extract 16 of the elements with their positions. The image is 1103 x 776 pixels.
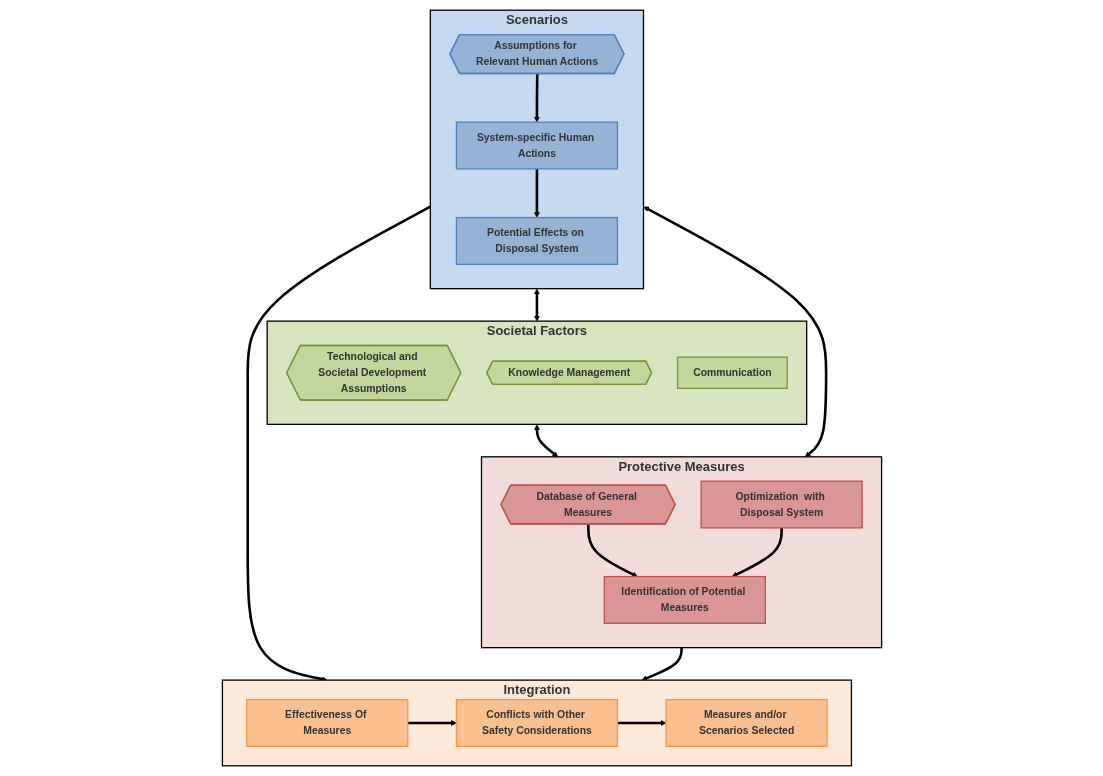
node-box: System-specific Human Actions xyxy=(455,121,618,170)
arrow xyxy=(533,424,558,458)
node-box: Potential Effects on Disposal System xyxy=(455,216,618,265)
arrow xyxy=(731,527,783,577)
node-box: Conflicts with Other Safety Considerations xyxy=(455,698,618,747)
node-box: Communication xyxy=(676,356,788,389)
node-box: Measures and/or Scenarios Selected xyxy=(664,698,828,747)
arrow xyxy=(533,73,540,123)
node-box: Optimization with Disposal System xyxy=(699,480,863,529)
arrow xyxy=(616,720,666,726)
node-box: Identification of Potential Measures xyxy=(603,575,766,624)
arrow xyxy=(586,524,638,577)
arrow xyxy=(641,647,683,681)
arrow xyxy=(533,288,540,322)
arrow xyxy=(533,168,540,218)
node-box: Effectiveness Of Measures xyxy=(245,698,408,747)
